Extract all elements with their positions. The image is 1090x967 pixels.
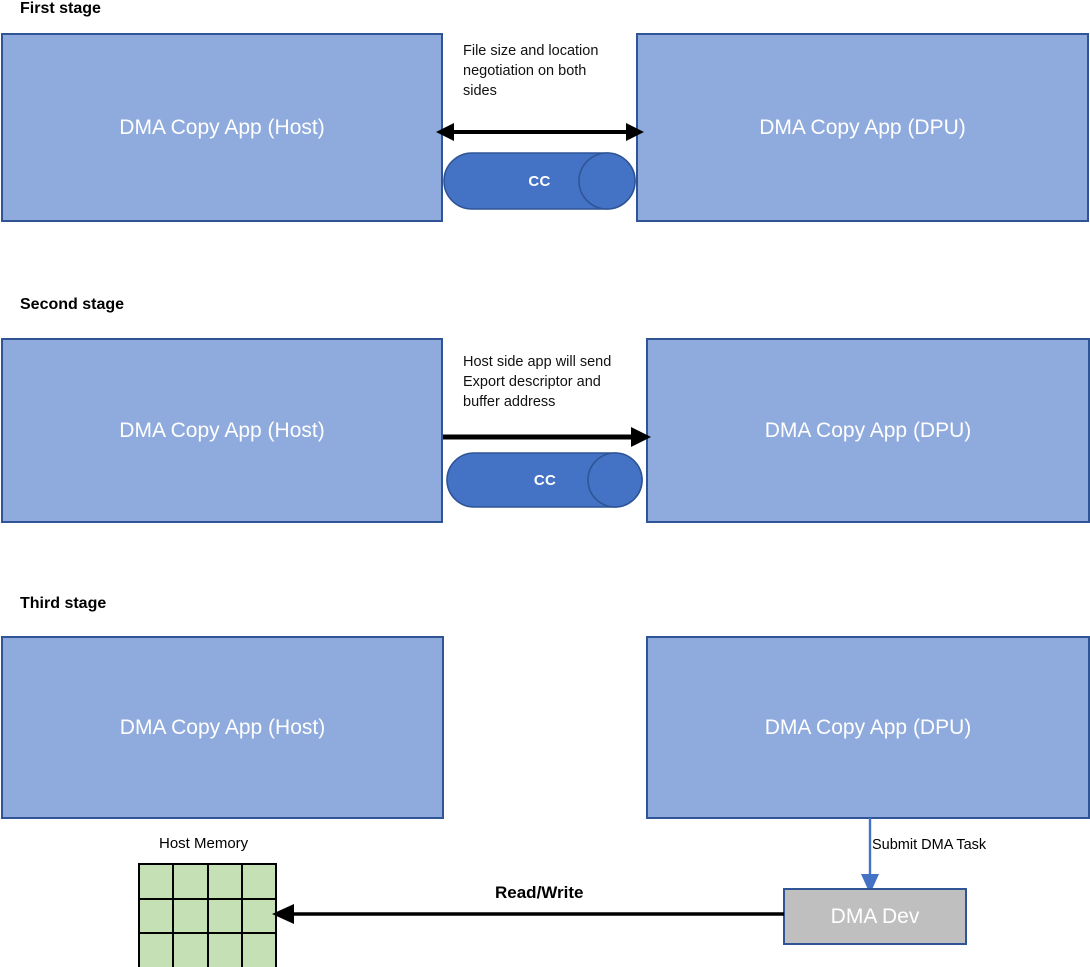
host-memory-cell	[174, 899, 207, 933]
host-memory-cell	[208, 899, 241, 933]
stage1-cc-cylinder: CC	[443, 152, 636, 210]
stage3-dpu-app-box: DMA Copy App (DPU)	[646, 636, 1090, 819]
stage2-host-app-box: DMA Copy App (Host)	[1, 338, 443, 523]
stage1-note: File size and location negotiation on bo…	[463, 43, 599, 99]
stage-title-third: Third stage	[20, 595, 107, 612]
host-memory-cell	[242, 899, 275, 933]
dma-dev-box: DMA Dev	[783, 888, 967, 945]
stage2-host-app-label: DMA Copy App (Host)	[119, 418, 325, 442]
submit-dma-task-arrow	[861, 818, 879, 894]
stage1-host-app-label: DMA Copy App (Host)	[119, 115, 325, 139]
stage2-right-arrow	[443, 427, 651, 447]
host-memory-cell	[174, 934, 207, 967]
host-memory-cell	[140, 899, 173, 933]
host-memory-grid	[138, 863, 277, 967]
stage2-dpu-app-box: DMA Copy App (DPU)	[646, 338, 1090, 523]
host-memory-cell	[242, 865, 275, 898]
host-memory-cell	[208, 865, 241, 898]
stage1-dpu-app-box: DMA Copy App (DPU)	[636, 33, 1089, 222]
host-memory-cell	[242, 934, 275, 967]
submit-dma-task-label: Submit DMA Task	[872, 837, 987, 853]
stage-title-second: Second stage	[20, 296, 125, 313]
host-memory-cell	[140, 934, 173, 967]
host-memory-title: Host Memory	[159, 835, 249, 852]
stage3-host-app-label: DMA Copy App (Host)	[119, 715, 326, 739]
stage2-cc-cylinder: CC	[446, 452, 644, 508]
stage2-dpu-app-label: DMA Copy App (DPU)	[764, 418, 972, 442]
dma-dev-label: DMA Dev	[830, 904, 920, 928]
host-memory-cell	[174, 865, 207, 898]
stage1-dpu-app-label: DMA Copy App (DPU)	[759, 115, 966, 139]
read-write-label: Read/Write	[495, 883, 584, 902]
stage1-bidirectional-arrow	[436, 123, 644, 141]
stage-title-first: First stage	[20, 0, 101, 17]
stage1-host-app-box: DMA Copy App (Host)	[1, 33, 443, 222]
host-memory-cell	[208, 934, 241, 967]
stage3-host-app-box: DMA Copy App (Host)	[1, 636, 444, 819]
read-write-arrow	[272, 904, 784, 924]
stage2-note: Host side app will send Export descripto…	[463, 354, 612, 410]
host-memory-cell	[140, 865, 173, 898]
stage3-dpu-app-label: DMA Copy App (DPU)	[764, 715, 972, 739]
